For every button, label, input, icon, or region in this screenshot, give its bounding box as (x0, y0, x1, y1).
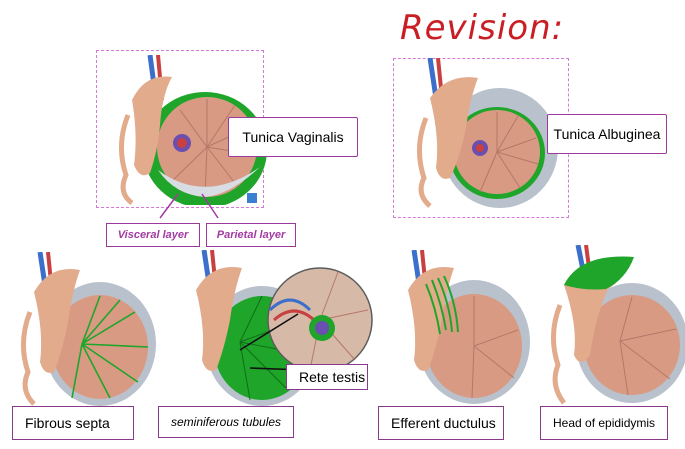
label-seminiferous-tubules: seminiferous tubules (158, 406, 294, 438)
revision-heading: Revision: (400, 8, 564, 48)
visceral-layer-tag: Visceral layer (106, 223, 200, 247)
label-tunica-albuginea: Tunica Albuginea (547, 114, 667, 154)
parietal-layer-tag: Parietal layer (206, 223, 296, 247)
label-rete-testis: Rete testis (286, 364, 368, 390)
testis-illustration-head-of-epididymis (540, 245, 685, 405)
testis-illustration-efferent-ductulus (382, 250, 532, 405)
label-head-of-epididymis: Head of epididymis (540, 406, 668, 440)
label-efferent-ductulus: Efferent ductulus (378, 406, 504, 440)
resize-handle-icon[interactable] (247, 193, 257, 203)
testis-illustration-fibrous-septa (10, 252, 160, 407)
testis-illustration-tunica-albuginea (400, 58, 560, 208)
label-tunica-vaginalis: Tunica Vaginalis (228, 117, 358, 157)
layer-pointer-lines (130, 188, 230, 223)
label-fibrous-septa: Fibrous septa (12, 406, 134, 440)
